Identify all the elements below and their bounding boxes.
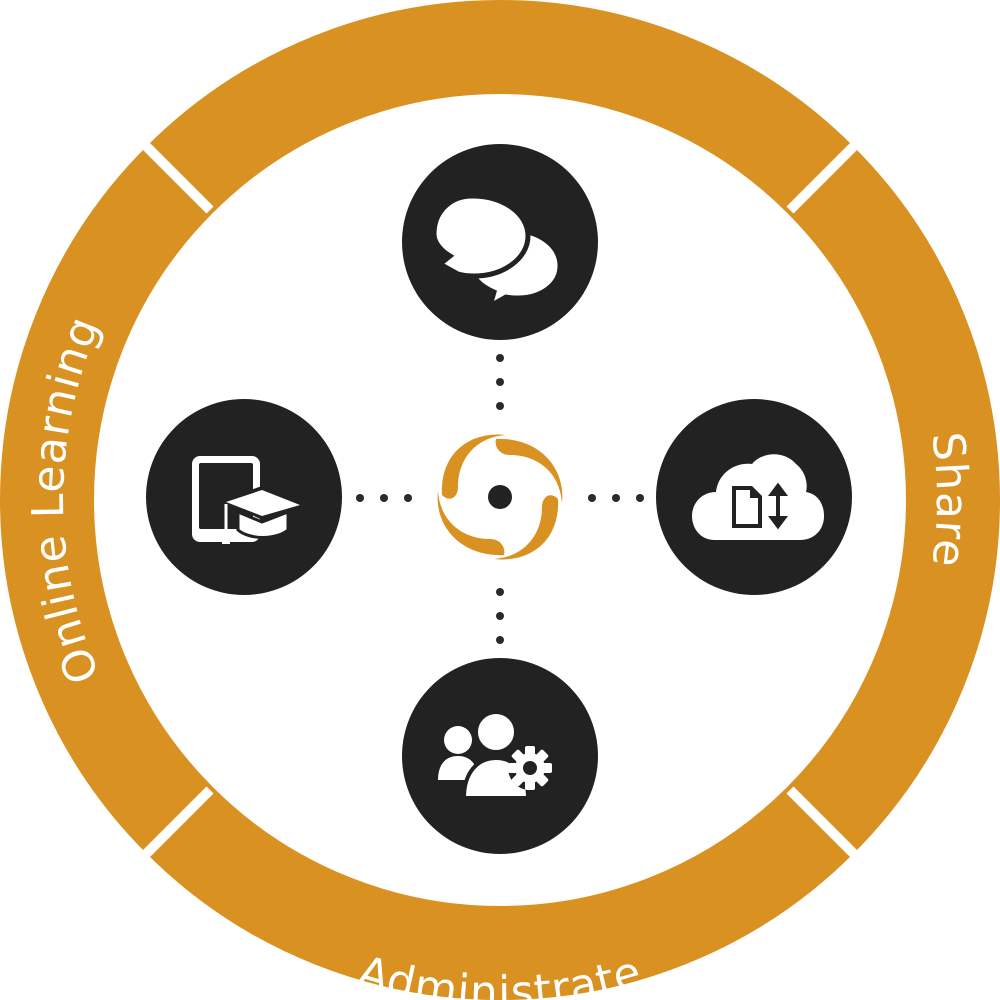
node-online-learning[interactable] — [146, 399, 342, 595]
node-share[interactable] — [656, 399, 852, 595]
connectors — [356, 354, 644, 644]
separator-top-left — [134, 134, 214, 214]
dot — [356, 494, 364, 502]
separator-bottom-right — [786, 786, 866, 866]
ring-separators — [134, 134, 866, 866]
dot — [404, 494, 412, 502]
dot — [496, 354, 504, 362]
swirl-logo-icon — [437, 434, 563, 560]
dot — [588, 494, 596, 502]
segment-share[interactable]: Share — [921, 429, 977, 570]
dot — [380, 494, 388, 502]
node-communicate[interactable] — [402, 144, 598, 340]
connector-top — [496, 354, 504, 410]
dot — [496, 612, 504, 620]
segment-share-text: Share — [921, 429, 977, 570]
separator-top-right — [786, 134, 866, 214]
tablet-graduation-cap-icon — [192, 456, 304, 544]
dot — [496, 402, 504, 410]
connector-right — [588, 494, 644, 502]
segment-communicate[interactable]: Communicate — [0, 0, 22, 11]
chat-bubbles-icon — [431, 193, 563, 312]
segment-communicate-label: Communicate — [0, 0, 21, 11]
connector-bottom — [496, 588, 504, 644]
connector-left — [356, 494, 412, 502]
dot — [496, 636, 504, 644]
dot — [612, 494, 620, 502]
swirl-center-dot — [488, 485, 512, 509]
dot — [496, 588, 504, 596]
segment-share-label: Share — [921, 429, 976, 570]
node-administrate[interactable] — [402, 658, 598, 854]
segment-communicate-text: Communicate — [0, 0, 22, 11]
cloud-file-transfer-icon — [692, 454, 824, 540]
separator-bottom-left — [134, 786, 214, 866]
dot — [496, 378, 504, 386]
users-gear-icon — [438, 710, 552, 800]
node-administrate-circle — [402, 658, 598, 854]
dot — [636, 494, 644, 502]
